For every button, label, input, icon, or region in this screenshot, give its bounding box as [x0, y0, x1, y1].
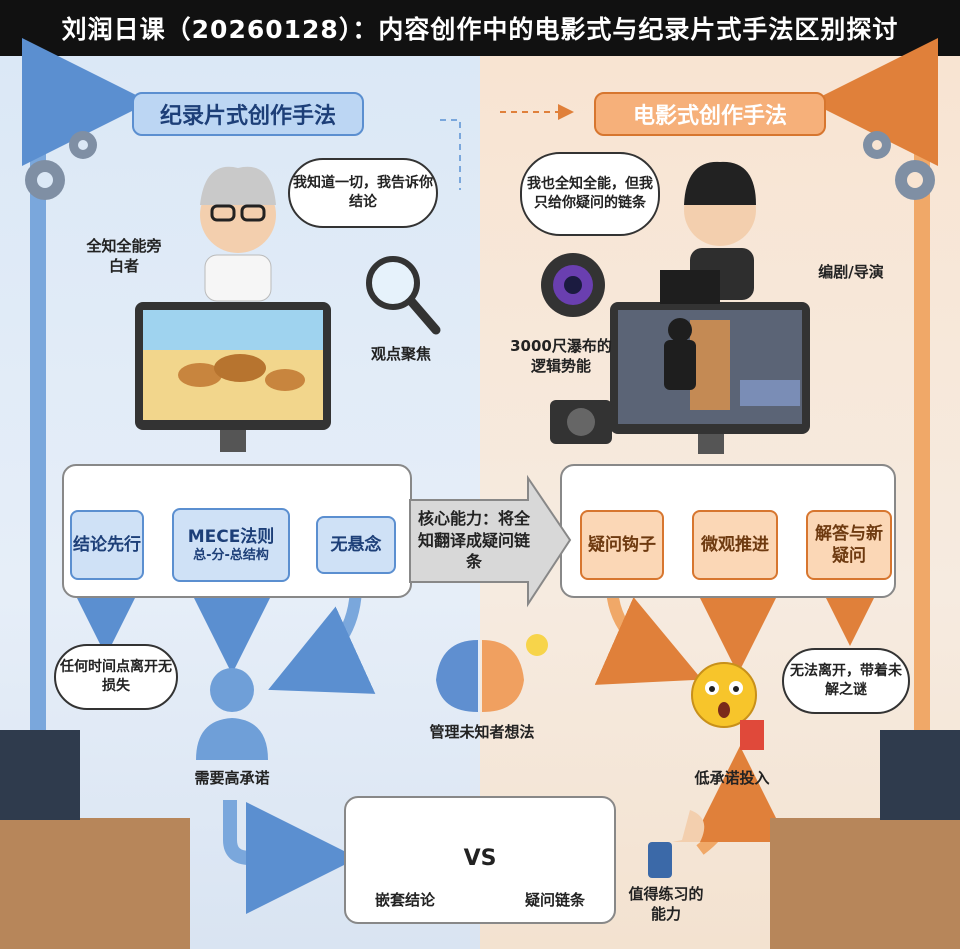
- low-commitment-label: 低承诺投入: [694, 769, 770, 787]
- flow-step-title: MECE法则: [187, 526, 275, 547]
- narrator-speech-bubble: 我知道一切，我告诉你结论: [288, 158, 438, 228]
- flow-step-title: 结论先行: [73, 534, 141, 555]
- flow-step-micro-progress: 微观推进: [692, 510, 778, 580]
- focus-label: 观点聚焦: [370, 345, 431, 363]
- director-speech-bubble: 我也全知全能，但我只给你疑问的链条: [520, 152, 660, 236]
- high-commitment-label: 需要高承诺: [194, 769, 270, 787]
- flow-step-question-hook: 疑问钩子: [580, 510, 664, 580]
- comparison-panel: [344, 796, 616, 924]
- director-label: 编剧/导演: [818, 263, 884, 281]
- core-ability-label: 核心能力：将全知翻译成疑问链条: [417, 509, 530, 572]
- vs-label: VS: [463, 846, 497, 871]
- cinematic-banner: 电影式创作手法: [594, 92, 826, 136]
- waterfall-label: 3000尺瀑布的逻辑势能: [510, 337, 612, 376]
- cannot-leave-bubble: 无法离开，带着未解之谜: [782, 648, 910, 714]
- flow-step-title: 无悬念: [330, 534, 382, 555]
- flow-step-answer-new-question: 解答与新疑问: [806, 510, 892, 580]
- flow-step-subtitle: 总-分-总结构: [193, 547, 269, 563]
- worth-practice-label: 值得练习的能力: [628, 885, 704, 924]
- flow-step-conclusion-first: 结论先行: [70, 510, 144, 580]
- question-chain-label: 疑问链条: [524, 891, 585, 909]
- flow-step-no-suspense: 无悬念: [316, 516, 396, 574]
- omniscient-narrator-label: 全知全能旁白者: [86, 237, 162, 276]
- flow-step-mece: MECE法则 总-分-总结构: [172, 508, 290, 582]
- documentary-banner: 纪录片式创作手法: [132, 92, 364, 136]
- leave-anytime-bubble: 任何时间点离开无损失: [54, 644, 178, 710]
- nested-conclusion-label: 嵌套结论: [374, 891, 435, 909]
- manage-unknown-label: 管理未知者想法: [429, 723, 535, 741]
- page-title: 刘润日课（20260128）：内容创作中的电影式与纪录片式手法区别探讨: [0, 0, 960, 56]
